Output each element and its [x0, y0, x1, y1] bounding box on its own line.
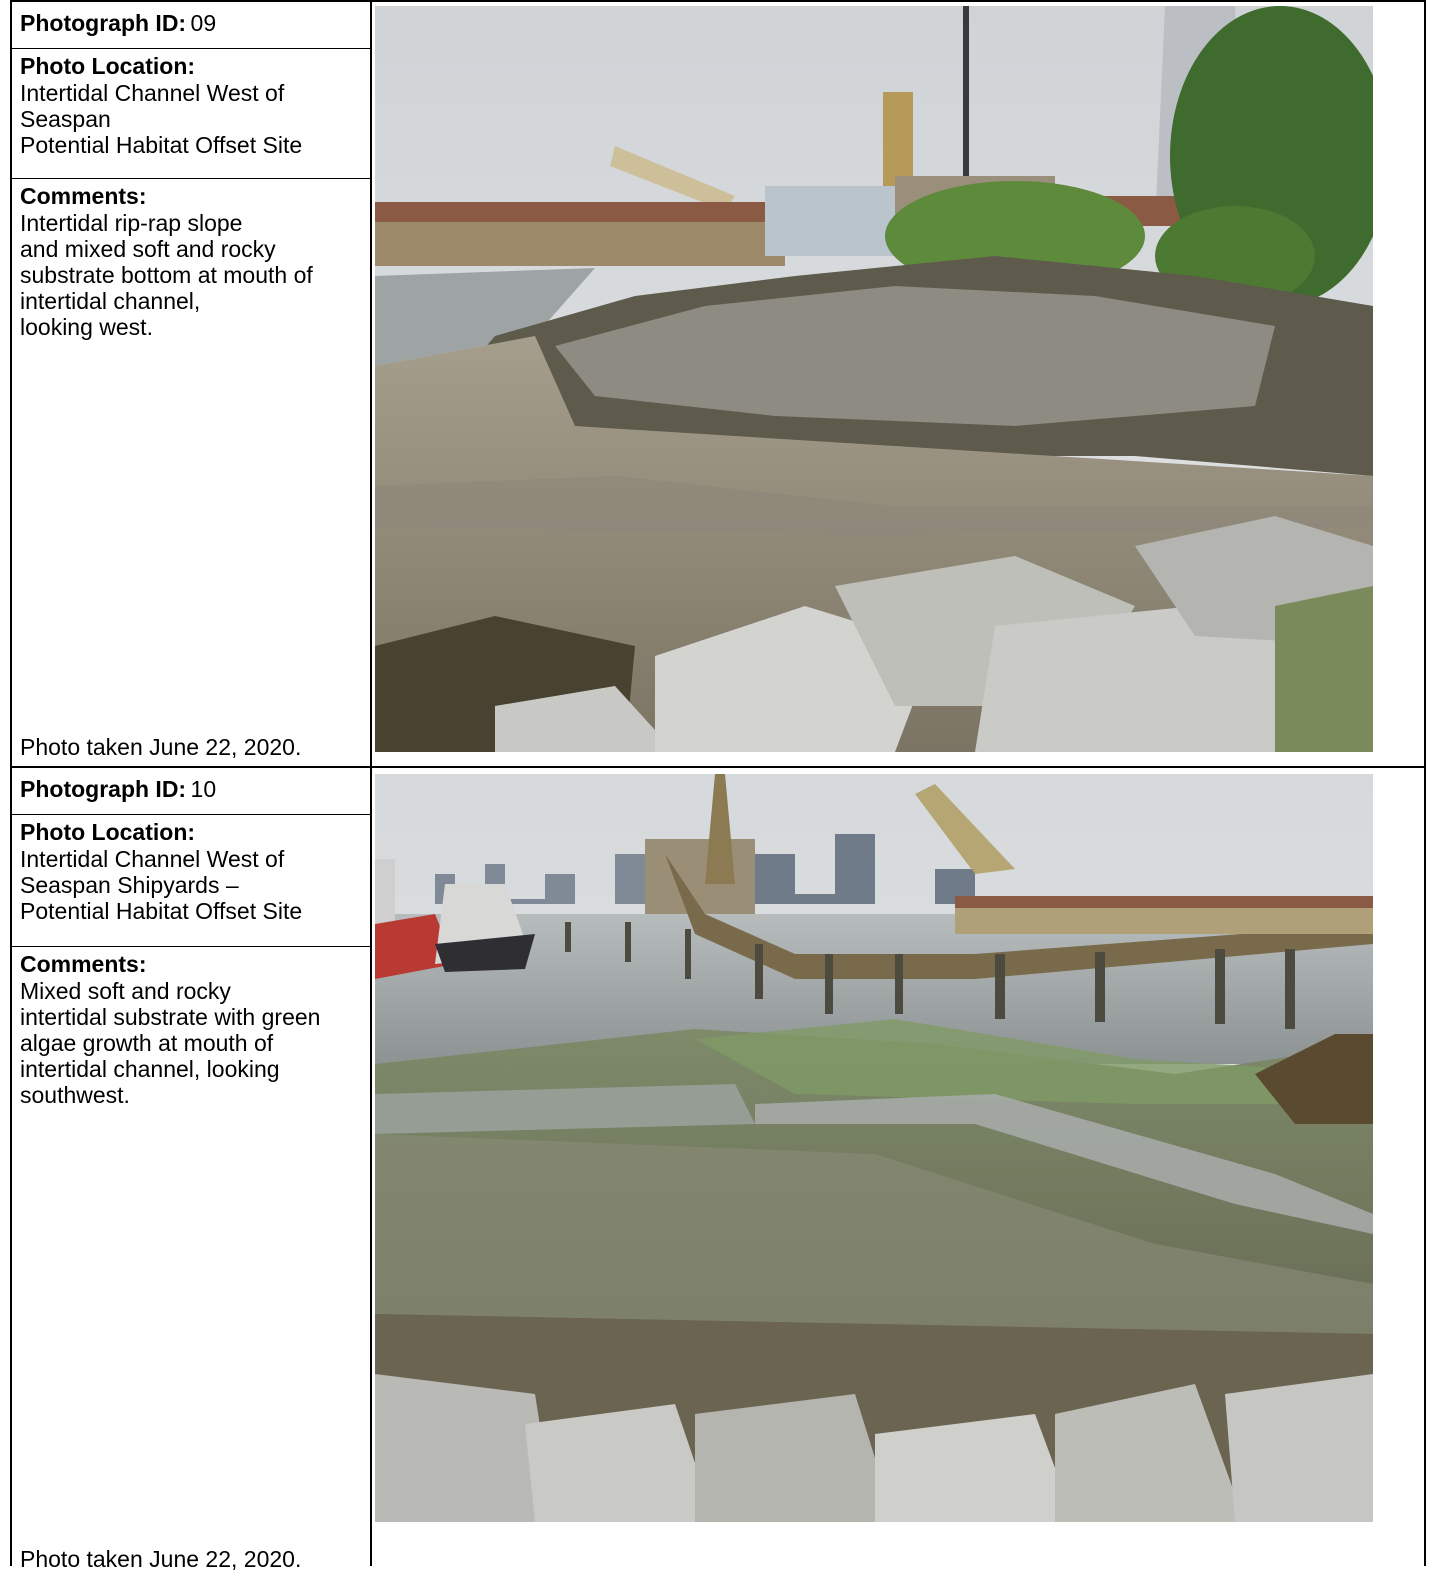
comments-line: and mixed soft and rocky — [20, 236, 276, 262]
comments-cell: Comments: Intertidal rip-rap slope and m… — [12, 179, 370, 344]
photo-location-line: Intertidal Channel West of — [20, 80, 285, 106]
photo-location-cell: Photo Location: Intertidal Channel West … — [12, 49, 370, 179]
photo-illustration — [375, 774, 1373, 1522]
site-photo-10 — [375, 774, 1373, 1522]
photograph-id-cell: Photograph ID: 10 — [12, 768, 370, 815]
comments-label: Comments: — [20, 183, 147, 209]
photograph-id-label: Photograph ID: — [20, 776, 187, 802]
photograph-id-value: 10 — [190, 776, 217, 802]
photo-taken-date: Photo taken June 22, 2020. — [20, 1546, 302, 1572]
photo-location-line: Intertidal Channel West of — [20, 846, 285, 872]
comments-line: looking west. — [20, 314, 153, 340]
photo-taken-date: Photo taken June 22, 2020. — [20, 734, 302, 760]
photo-location-line: Seaspan Shipyards – — [20, 872, 239, 898]
photograph-id-label: Photograph ID: — [20, 10, 187, 36]
photo-location-label: Photo Location: — [20, 819, 196, 845]
photo-location-line: Potential Habitat Offset Site — [20, 898, 303, 924]
comments-line: intertidal substrate with green — [20, 1004, 321, 1030]
photo-location-line: Seaspan — [20, 106, 111, 132]
comments-line: Intertidal rip-rap slope — [20, 210, 243, 236]
photograph-id-value: 09 — [190, 10, 217, 36]
photo-location-cell: Photo Location: Intertidal Channel West … — [12, 815, 370, 947]
comments-line: Mixed soft and rocky — [20, 978, 231, 1004]
comments-line: algae growth at mouth of — [20, 1030, 274, 1056]
photo-info-column: Photograph ID: 10 Photo Location: Intert… — [12, 768, 372, 1572]
photograph-id-cell: Photograph ID: 09 — [12, 2, 370, 49]
comments-line: southwest. — [20, 1082, 130, 1108]
photo-record-09: Photograph ID: 09 Photo Location: Intert… — [10, 0, 1426, 768]
comments-line: intertidal channel, — [20, 288, 201, 314]
site-photo-09 — [375, 6, 1373, 752]
comments-label: Comments: — [20, 951, 147, 977]
comments-line: intertidal channel, looking — [20, 1056, 280, 1082]
photo-illustration — [375, 6, 1373, 752]
comments-line: substrate bottom at mouth of — [20, 262, 313, 288]
photo-location-line: Potential Habitat Offset Site — [20, 132, 303, 158]
photo-location-label: Photo Location: — [20, 53, 196, 79]
photo-info-column: Photograph ID: 09 Photo Location: Intert… — [12, 2, 372, 766]
photo-record-10: Photograph ID: 10 Photo Location: Intert… — [10, 766, 1426, 1572]
comments-cell: Comments: Mixed soft and rocky intertida… — [12, 947, 370, 1112]
